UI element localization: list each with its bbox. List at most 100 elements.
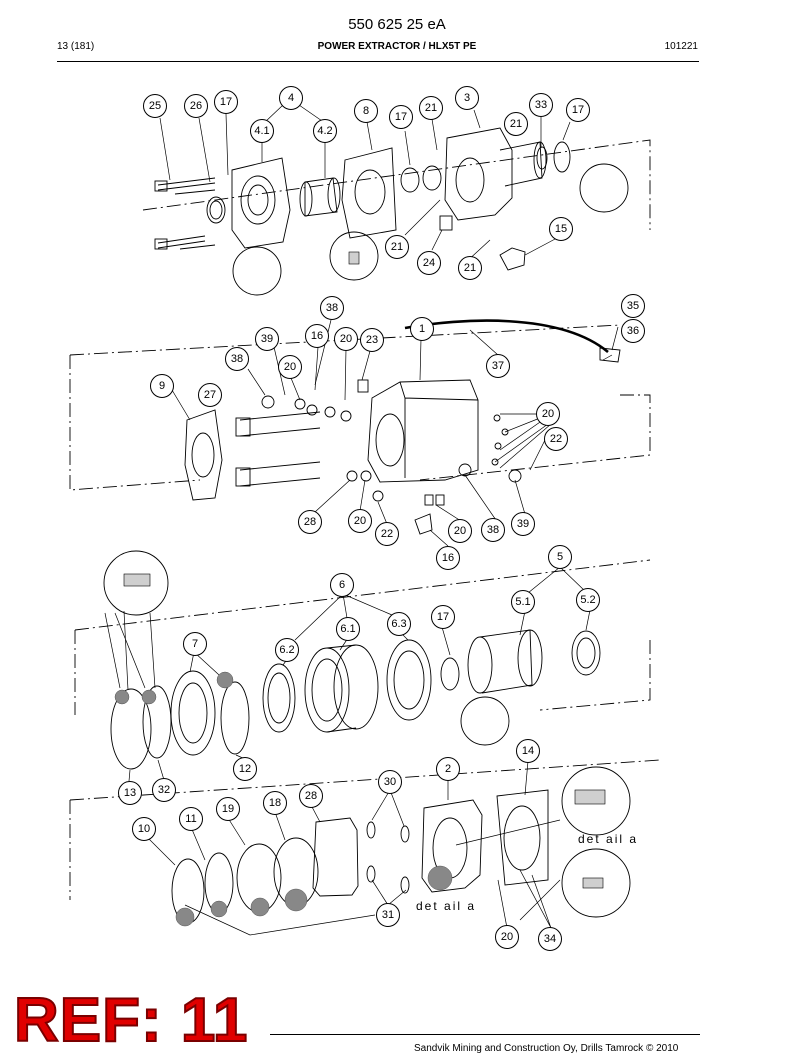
callout-label: 4.1 bbox=[254, 125, 269, 137]
callout-label: 37 bbox=[492, 360, 504, 372]
callout-label: 36 bbox=[627, 325, 639, 337]
callout-label: 25 bbox=[149, 100, 161, 112]
callout-label: 33 bbox=[535, 99, 547, 111]
callout-bubble bbox=[486, 354, 510, 378]
callout-bubble bbox=[216, 797, 240, 821]
callout-label: 20 bbox=[354, 515, 366, 527]
callout-3: 3 bbox=[455, 86, 479, 110]
callout-6-2: 6.2 bbox=[275, 638, 299, 662]
callout-label: 6.1 bbox=[340, 623, 355, 635]
callout-label: 11 bbox=[185, 813, 196, 825]
callout-17: 17 bbox=[566, 98, 590, 122]
callout-label: 8 bbox=[363, 105, 369, 117]
callout-10: 10 bbox=[132, 817, 156, 841]
callout-16: 16 bbox=[305, 324, 329, 348]
callout-8: 8 bbox=[354, 99, 378, 123]
document-number: 550 625 25 eA bbox=[348, 16, 446, 33]
callout-label: 35 bbox=[627, 300, 639, 312]
callout-bubble bbox=[389, 105, 413, 129]
callout-14: 14 bbox=[516, 739, 540, 763]
callout-bubble bbox=[378, 770, 402, 794]
callout-bubble bbox=[455, 86, 479, 110]
callout-bubble bbox=[275, 638, 299, 662]
callout-bubble bbox=[548, 545, 572, 569]
callout-38: 38 bbox=[481, 518, 505, 542]
callout-35: 35 bbox=[621, 294, 645, 318]
callout-label: 10 bbox=[138, 823, 150, 835]
callout-bubble bbox=[250, 119, 274, 143]
callout-bubble bbox=[225, 347, 249, 371]
leader-lines bbox=[104, 104, 619, 936]
callout-4-1: 4.1 bbox=[250, 119, 274, 143]
document-title: POWER EXTRACTOR / HLX5T PE bbox=[317, 41, 477, 52]
callout-bubble bbox=[336, 617, 360, 641]
callout-bubble bbox=[143, 94, 167, 118]
callout-bubble bbox=[313, 119, 337, 143]
callout-bubble bbox=[305, 324, 329, 348]
callout-bubble bbox=[387, 612, 411, 636]
callout-20: 20 bbox=[495, 925, 519, 949]
callout-28: 28 bbox=[298, 510, 322, 534]
callout-bubble bbox=[529, 93, 553, 117]
callout-label: 39 bbox=[517, 518, 529, 530]
callout-20: 20 bbox=[348, 509, 372, 533]
callout-9: 9 bbox=[150, 374, 174, 398]
callout-bubble bbox=[198, 383, 222, 407]
callout-32: 32 bbox=[152, 778, 176, 802]
callout-label: 14 bbox=[522, 745, 534, 757]
callout-21: 21 bbox=[504, 112, 528, 136]
callout-label: 20 bbox=[340, 333, 352, 345]
callout-bubble bbox=[419, 96, 443, 120]
callout-label: 38 bbox=[231, 353, 243, 365]
callout-bubble bbox=[132, 817, 156, 841]
callout-17: 17 bbox=[431, 605, 455, 629]
callout-label: 18 bbox=[269, 797, 281, 809]
callout-bubble bbox=[184, 94, 208, 118]
date-code: 101221 bbox=[664, 41, 698, 52]
callout-34: 34 bbox=[538, 927, 562, 951]
callout-label: 3 bbox=[464, 92, 470, 104]
callout-bubble bbox=[348, 509, 372, 533]
callout-bubble bbox=[298, 510, 322, 534]
callout-label: 20 bbox=[501, 931, 513, 943]
callout-label: 6 bbox=[339, 579, 345, 591]
callout-bubble bbox=[179, 807, 203, 831]
callout-bubble bbox=[152, 778, 176, 802]
callout-label: 38 bbox=[326, 302, 338, 314]
detail-label-bottom: det ail a bbox=[416, 899, 477, 913]
callout-label: 32 bbox=[158, 784, 170, 796]
callout-bubble bbox=[320, 296, 344, 320]
callout-label: 39 bbox=[261, 333, 273, 345]
callout-bubble bbox=[417, 251, 441, 275]
callout-label: 12 bbox=[239, 763, 251, 775]
callout-label: 2 bbox=[445, 763, 451, 775]
callout-27: 27 bbox=[198, 383, 222, 407]
callout-bubble bbox=[481, 518, 505, 542]
callout-label: 15 bbox=[555, 223, 567, 235]
callout-label: 1 bbox=[419, 323, 425, 335]
callout-17: 17 bbox=[214, 90, 238, 114]
callout-1: 1 bbox=[410, 317, 434, 341]
callout-12: 12 bbox=[233, 757, 257, 781]
callout-label: 21 bbox=[510, 118, 522, 130]
callout-bubble bbox=[330, 573, 354, 597]
callout-bubble bbox=[538, 927, 562, 951]
callout-label: 19 bbox=[222, 803, 234, 815]
callout-24: 24 bbox=[417, 251, 441, 275]
callout-bubble bbox=[233, 757, 257, 781]
callout-label: 17 bbox=[437, 611, 449, 623]
callout-bubble bbox=[431, 605, 455, 629]
callout-bubble bbox=[150, 374, 174, 398]
callout-bubble bbox=[183, 632, 207, 656]
callout-38: 38 bbox=[225, 347, 249, 371]
callout-37: 37 bbox=[486, 354, 510, 378]
callout-17: 17 bbox=[389, 105, 413, 129]
callout-label: 21 bbox=[425, 102, 437, 114]
callout-bubble bbox=[410, 317, 434, 341]
callout-label: 16 bbox=[442, 552, 454, 564]
callout-bubble bbox=[376, 903, 400, 927]
callout-bubble bbox=[566, 98, 590, 122]
callout-30: 30 bbox=[378, 770, 402, 794]
callout-label: 6.2 bbox=[279, 644, 294, 656]
callout-label: 6.3 bbox=[391, 618, 406, 630]
